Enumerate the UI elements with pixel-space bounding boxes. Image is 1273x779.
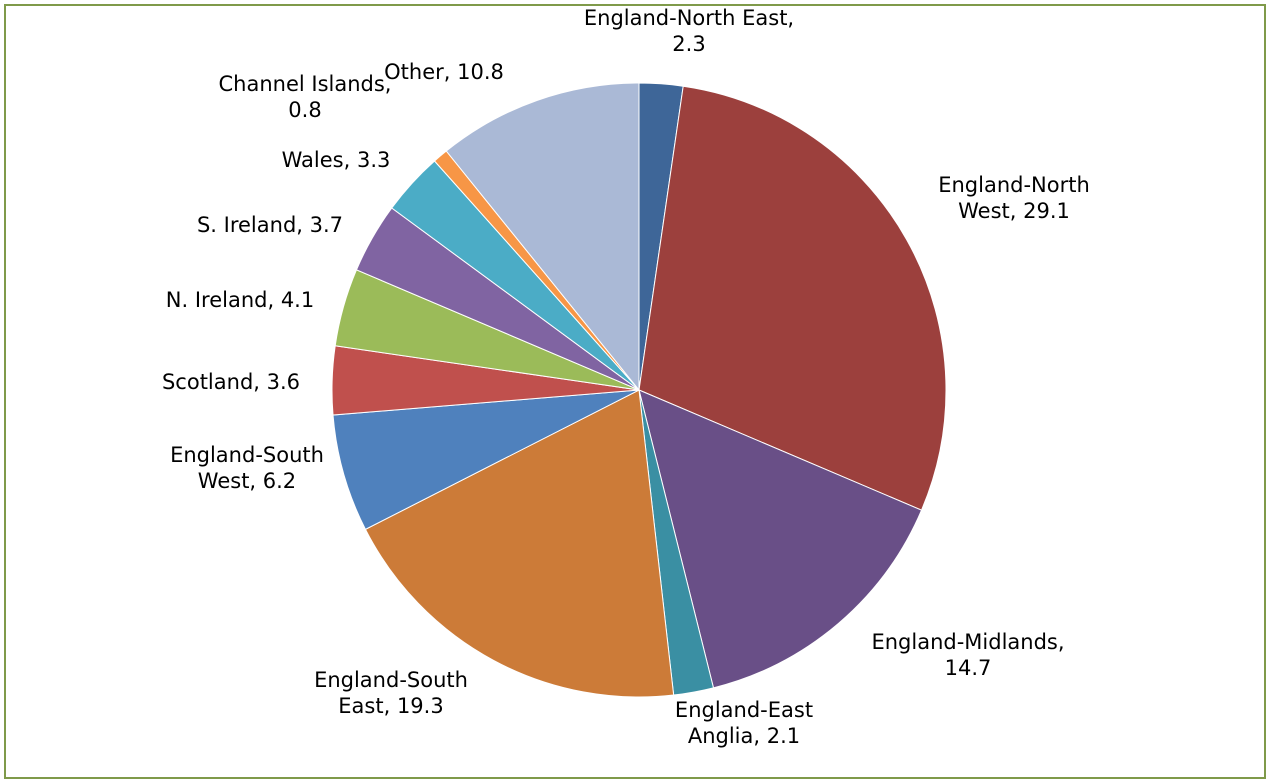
data-label-other: Other, 10.8 bbox=[384, 60, 504, 84]
data-label-scotland: Scotland, 3.6 bbox=[162, 370, 300, 394]
pie-slice-england-south-west bbox=[332, 389, 640, 531]
data-label-england-north-east: England-North East,2.3 bbox=[584, 6, 794, 56]
pie-slice-england-south-east bbox=[364, 389, 675, 698]
data-label-channel-islands: Channel Islands,0.8 bbox=[219, 72, 392, 122]
data-label-wales: Wales, 3.3 bbox=[282, 148, 391, 172]
data-label-england-midlands: England-Midlands,14.7 bbox=[871, 630, 1064, 680]
pie-slice-england-midlands bbox=[638, 389, 923, 689]
pie-slice-other bbox=[445, 82, 640, 392]
data-label-n-ireland: N. Ireland, 4.1 bbox=[166, 288, 314, 312]
pie-slice-england-north-west bbox=[638, 85, 947, 511]
data-label-s-ireland: S. Ireland, 3.7 bbox=[197, 213, 343, 237]
